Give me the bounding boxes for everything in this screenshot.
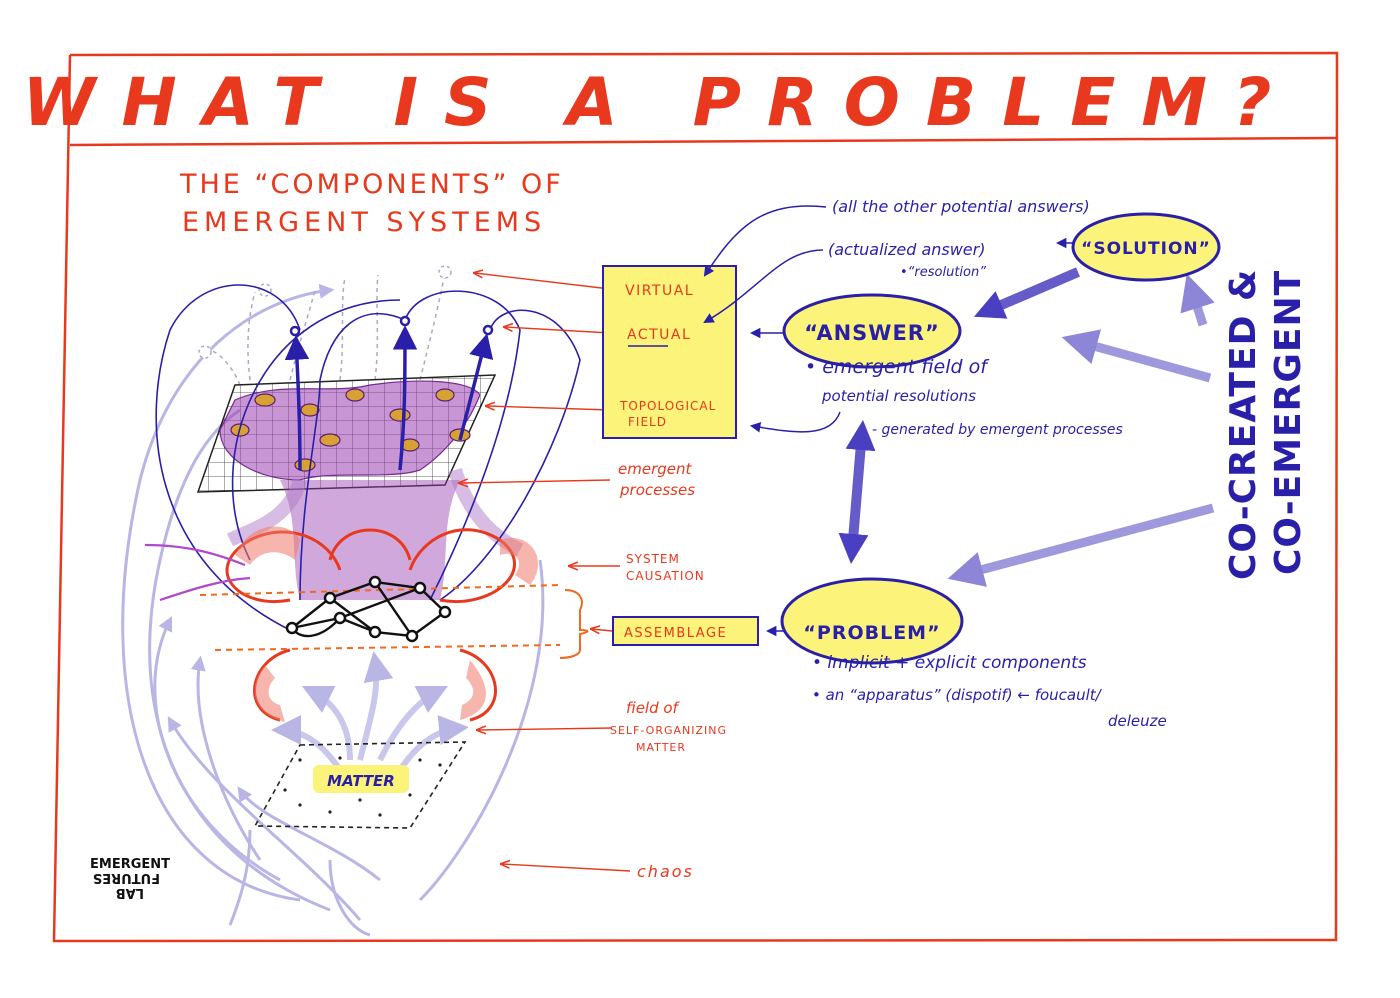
note-actualized-answer: (actualized answer) xyxy=(828,240,985,259)
label-chaos: chaos xyxy=(637,862,694,881)
problem-node xyxy=(780,577,964,665)
label-field-of: field of xyxy=(626,699,681,717)
label-self-organizing: SELF-ORGANIZING xyxy=(610,724,727,737)
levels-box xyxy=(602,265,737,439)
label-assemblage: ASSEMBLAGE xyxy=(624,626,727,641)
subtitle-line-2: EMERGENT SYSTEMS xyxy=(182,207,546,238)
co-created-line-2: CO-EMERGENT xyxy=(1268,270,1309,575)
logo-line-1: EMERGENT xyxy=(90,857,170,872)
concept-flow xyxy=(703,205,1221,665)
label-topological: TOPOLOGICAL xyxy=(619,399,716,413)
logo-line-2: FUTURES xyxy=(93,870,160,885)
note-answer-2: potential resolutions xyxy=(821,387,976,405)
note-problem-2: • an “apparatus” (dispotif) ← foucault/ xyxy=(812,686,1103,704)
label-emergent-processes-1: emergent xyxy=(618,460,692,478)
label-matter-field: MATTER xyxy=(636,741,686,754)
label-system-causation-1: SYSTEM xyxy=(626,552,680,566)
label-emergent-processes-2: processes xyxy=(619,481,695,499)
label-virtual: VIRTUAL xyxy=(625,283,694,299)
note-other-answers: (all the other potential answers) xyxy=(832,197,1090,216)
assemblage-box xyxy=(612,616,759,646)
title-divider xyxy=(69,136,1337,147)
note-resolution: •“resolution” xyxy=(900,265,986,280)
note-problem-1: • implicit + explicit components xyxy=(812,653,1087,673)
solution-label: “SOLUTION” xyxy=(1081,239,1211,259)
label-pointers xyxy=(460,273,631,872)
matter-highlight xyxy=(313,765,409,793)
answer-label: “ANSWER” xyxy=(804,321,940,345)
solution-node xyxy=(1071,212,1221,282)
co-created-line-1: CO-CREATED & xyxy=(1223,269,1264,580)
matter-label: MATTER xyxy=(327,772,395,790)
label-system-causation-2: CAUSATION xyxy=(626,569,705,583)
label-actual: ACTUAL xyxy=(627,327,691,343)
subtitle-line-1: THE “COMPONENTS” OF xyxy=(179,169,564,200)
logo-line-3: LAB xyxy=(116,885,144,900)
label-field: FIELD xyxy=(628,415,667,429)
note-problem-3: deleuze xyxy=(1108,712,1167,730)
note-answer-1: • emergent field of xyxy=(805,356,990,378)
answer-node xyxy=(782,293,962,369)
emergent-system-illustration xyxy=(121,265,589,937)
page-title: WHAT IS A PROBLEM? xyxy=(23,64,1298,141)
problem-label: “PROBLEM” xyxy=(803,622,940,644)
page-frame xyxy=(52,51,1339,943)
emergent-futures-lab-logo: EMERGENT FUTURES LAB xyxy=(90,857,170,900)
note-generated: - generated by emergent processes xyxy=(872,422,1123,438)
